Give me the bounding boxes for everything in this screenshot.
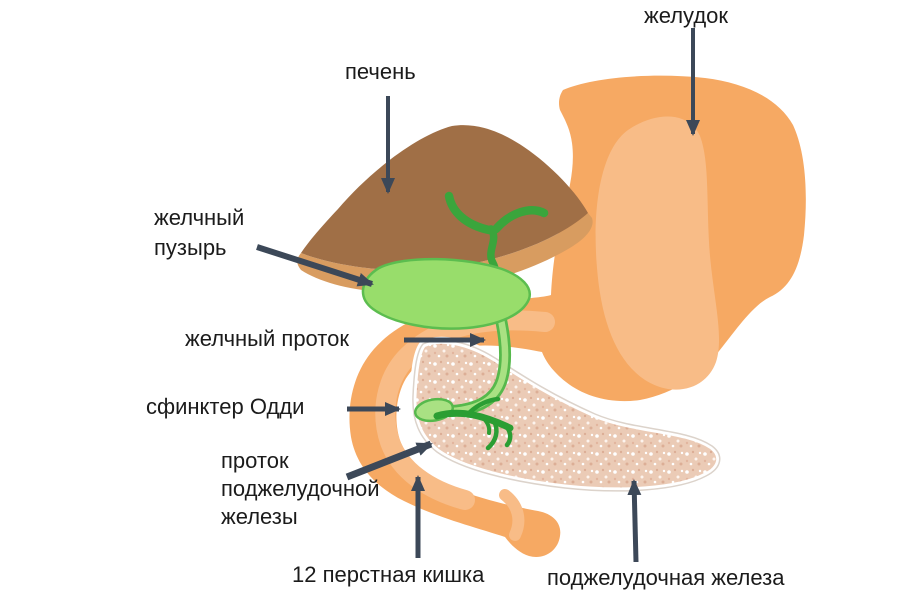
pancreas-label: поджелудочная железа [547,565,785,590]
duodenum-label: 12 перстная кишка [292,562,485,587]
pancreatic-duct-arrow [345,440,433,481]
pancreatic-duct-twig-4 [479,414,492,435]
pancreas-edge [412,339,721,492]
gallbladder-label-line2: пузырь [154,235,227,260]
hepatic-duct-right-branch [491,206,549,234]
gallbladder-label-line1: желчный [154,205,245,230]
pancreatic-duct-label: проток поджелудочной железы [221,447,380,531]
liver-label: печень [345,59,416,84]
pancreatic-duct-twig-1 [467,396,501,415]
bile-duct-label: желчный проток [185,326,349,351]
pancreatic-duct-label-line2: поджелудочной [221,476,380,501]
pancreatic-duct-twig-2 [485,418,499,451]
pancreatic-duct-label-line1: проток [221,448,289,473]
pancreatic-duct-label-line3: железы [221,504,298,529]
gallbladder-arrow [256,244,374,287]
stomach-highlight [595,116,720,390]
stomach-label: желудок [644,3,729,28]
gallbladder-shape [361,257,532,330]
gallbladder-label: желчный пузырь [154,203,244,263]
hepatic-duct-left-branch [444,191,494,235]
pancreas-arrow [627,479,642,563]
liver-shape [301,125,588,271]
sphincter-of-oddi-label: сфинктер Одди [146,394,305,419]
duodenum-curl-highlight [499,489,525,541]
pancreatic-duct-twig-3 [502,422,513,448]
